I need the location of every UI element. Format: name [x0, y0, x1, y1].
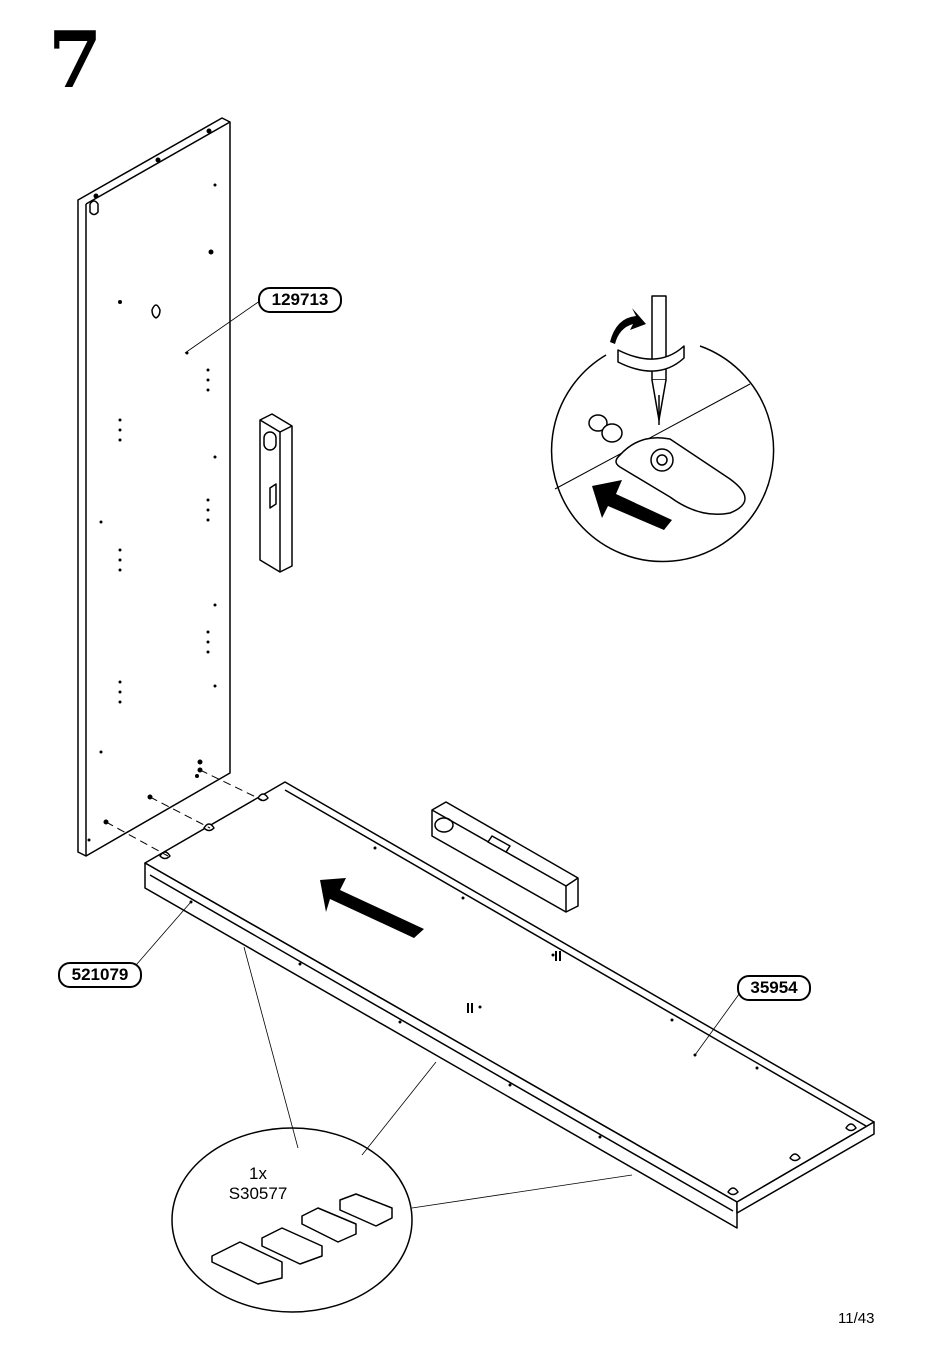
part-label-back-panel: 129713 — [258, 287, 342, 313]
hardware-quantity: 1x — [238, 1164, 278, 1184]
part-label-bottom-panel: 35954 — [737, 975, 811, 1001]
spirit-level-icon — [260, 414, 292, 572]
screwdriver-icon — [618, 296, 684, 425]
hardware-code: S30577 — [218, 1184, 298, 1204]
rotate-arrow-icon — [610, 308, 646, 344]
cam-lock-detail — [552, 296, 774, 562]
cam-lock-icon — [589, 415, 622, 442]
back-panel — [78, 118, 230, 856]
part-label-front-rail: 521079 — [58, 962, 142, 988]
page-number: 11/43 — [838, 1310, 874, 1327]
